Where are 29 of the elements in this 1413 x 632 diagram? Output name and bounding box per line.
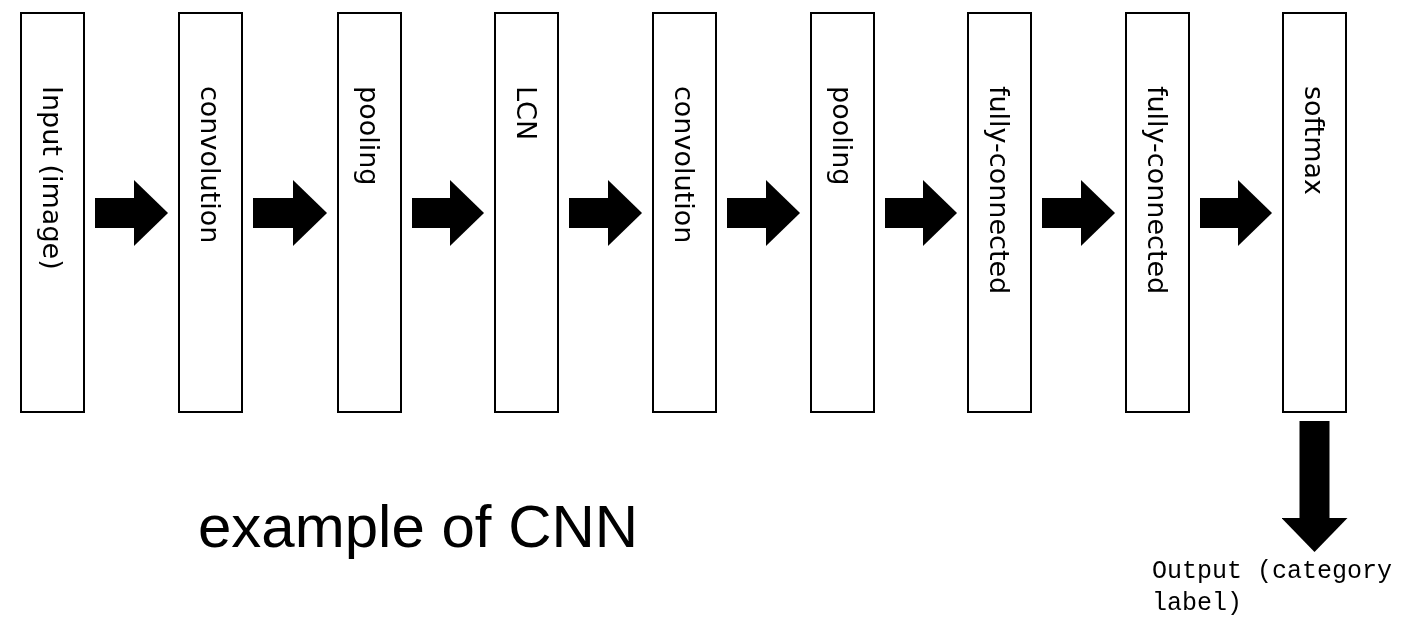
diagram-title: example of CNN — [198, 492, 639, 561]
layer-box — [810, 12, 875, 413]
block-arrow — [1200, 180, 1272, 246]
block-arrow — [885, 180, 957, 246]
layer-label: Input (image) — [37, 86, 68, 270]
layer-label: pooling — [354, 86, 385, 186]
block-arrow — [569, 180, 642, 246]
layer-box — [494, 12, 559, 413]
layer-box — [652, 12, 717, 413]
block-arrow — [95, 180, 168, 246]
layer-box — [178, 12, 243, 413]
layer-label: fully-connected — [1142, 86, 1173, 295]
layer-label: fully-connected — [984, 86, 1015, 295]
layer-label: LCN — [511, 86, 542, 141]
layer-box — [1282, 12, 1347, 413]
block-arrow — [253, 180, 327, 246]
layer-label: convolution — [669, 86, 700, 244]
block-arrow — [727, 180, 800, 246]
layer-box — [337, 12, 402, 413]
layer-label: pooling — [827, 86, 858, 186]
block-arrow — [1281, 421, 1348, 552]
layer-box — [1125, 12, 1190, 413]
output-label: Output (category label) — [1152, 556, 1408, 624]
layer-label: convolution — [195, 86, 226, 244]
layer-label: softmax — [1299, 86, 1330, 196]
layer-box — [20, 12, 85, 413]
layer-box — [967, 12, 1032, 413]
block-arrow — [1042, 180, 1115, 246]
block-arrow — [412, 180, 484, 246]
